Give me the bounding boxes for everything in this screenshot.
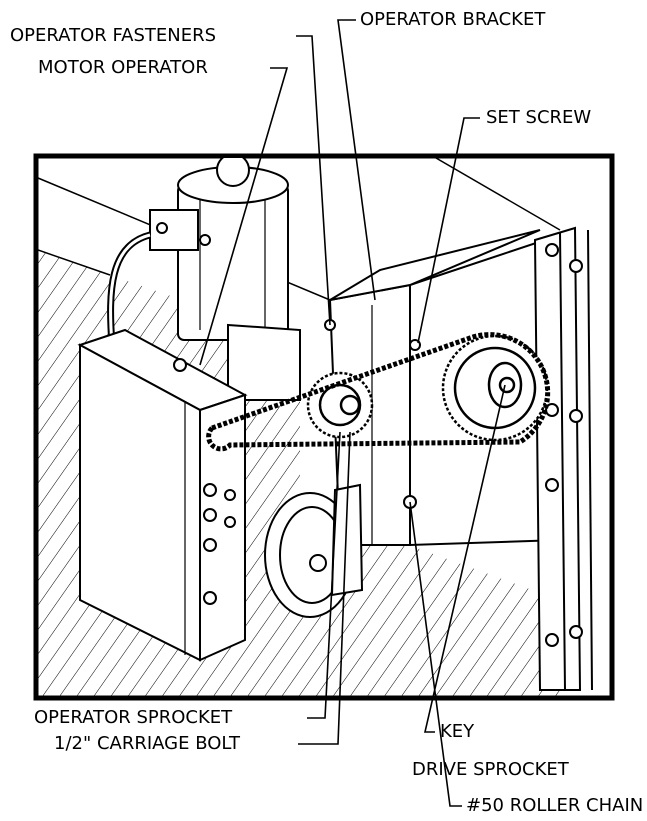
label-set-screw: SET SCREW [486, 107, 592, 128]
label-motor-operator: MOTOR OPERATOR [38, 57, 208, 78]
control-box [77, 328, 248, 662]
label-operator-fasteners: OPERATOR FASTENERS [10, 25, 217, 46]
label-roller-chain: #50 ROLLER CHAIN [466, 795, 644, 816]
door-track-rail [533, 226, 593, 691]
label-drive-sprocket: DRIVE SPROCKET [412, 759, 569, 780]
door-panel-hatching-right [300, 520, 560, 696]
label-operator-bracket: OPERATOR BRACKET [360, 9, 546, 30]
motor-operator-body [149, 158, 301, 401]
roller-chain [206, 332, 551, 452]
label-carriage-bolt: 1/2" CARRIAGE BOLT [54, 733, 240, 754]
label-operator-sprocket: OPERATOR SPROCKET [34, 707, 233, 728]
label-key: KEY [440, 721, 475, 742]
drawing-frame [33, 153, 615, 701]
leader-lines [199, 19, 506, 807]
